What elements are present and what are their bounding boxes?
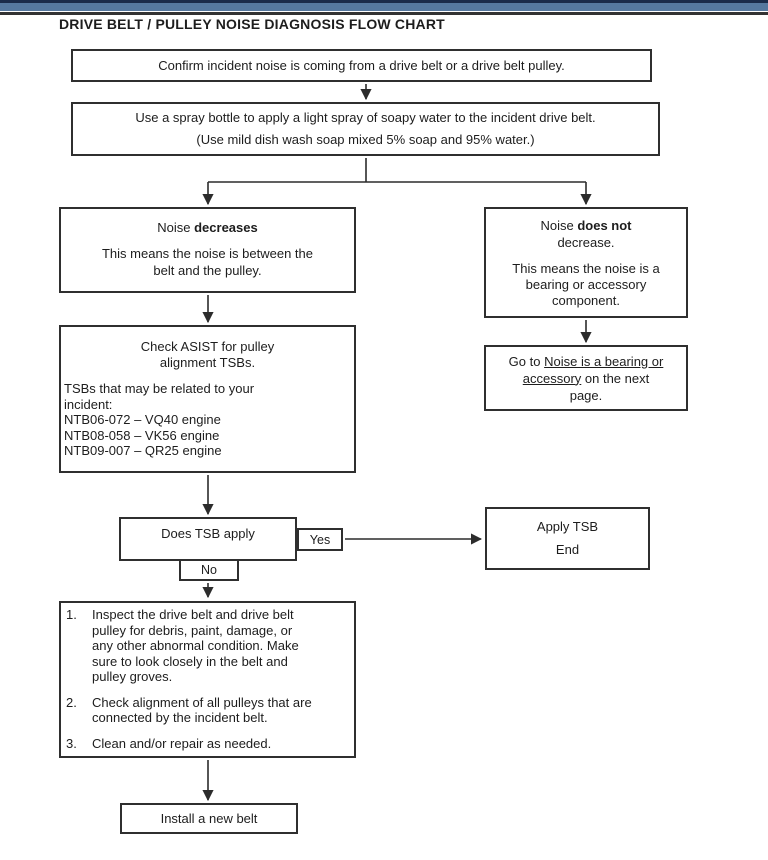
node-text-line: page. — [569, 387, 603, 403]
flow-node-spray-water: Use a spray bottle to apply a light spra… — [71, 102, 660, 156]
top-bar — [0, 0, 768, 11]
step-number: 2. — [66, 694, 77, 710]
flow-node-noise-decreases: Noise decreases This means the noise is … — [59, 207, 356, 293]
node-text-line: (Use mild dish wash soap mixed 5% soap a… — [196, 132, 535, 147]
flow-node-install-belt: Install a new belt — [120, 803, 298, 834]
numbered-step: 1. Inspect the drive belt and drive belt… — [66, 607, 350, 685]
flow-node-noise-does-not-decrease: Noise does not decrease. This means the … — [484, 207, 688, 318]
node-text-line: Go to Noise is a bearing or — [486, 353, 686, 370]
node-text-line: Check ASIST for pulley — [140, 339, 275, 354]
node-body: TSBs that may be related to your inciden… — [61, 381, 354, 459]
node-title-bold: does not — [577, 218, 632, 233]
node-text-line: belt and the pulley. — [153, 263, 262, 278]
node-text-line: TSBs that may be related to your — [64, 381, 255, 396]
branch-label-no: No — [179, 559, 239, 581]
branch-label-text: No — [201, 563, 217, 577]
step-number: 1. — [66, 607, 77, 622]
step-text: Check alignment of all pulleys that are … — [92, 694, 312, 726]
node-title-text: Noise — [540, 218, 578, 233]
tsb-item: NTB09-007 – QR25 engine — [64, 443, 222, 458]
node-title: Check ASIST for pulley alignment TSBs. — [61, 339, 354, 371]
node-text: Does TSB apply — [161, 526, 255, 541]
node-text-line: accessory on the next — [486, 370, 686, 387]
flow-node-apply-tsb-end: Apply TSB End — [485, 507, 650, 570]
node-body: This means the noise is between the belt… — [61, 245, 354, 279]
tsb-item: NTB08-058 – VK56 engine — [64, 427, 220, 443]
node-title-bold: decreases — [194, 220, 258, 235]
flow-node-inspect-steps: 1. Inspect the drive belt and drive belt… — [59, 601, 356, 758]
flow-node-goto-reference: Go to Noise is a bearing or accessory on… — [484, 345, 688, 411]
numbered-step: 2. Check alignment of all pulleys that a… — [66, 695, 350, 726]
node-text-line: Use a spray bottle to apply a light spra… — [135, 110, 596, 125]
node-text-line: incident: — [64, 396, 113, 412]
branch-label-yes: Yes — [297, 528, 343, 551]
flow-node-check-asist: Check ASIST for pulley alignment TSBs. T… — [59, 325, 356, 473]
flow-node-confirm-noise: Confirm incident noise is coming from a … — [71, 49, 652, 82]
node-text-line: alignment TSBs. — [159, 355, 256, 370]
node-text-line: bearing or accessory — [525, 277, 647, 292]
step-text: Inspect the drive belt and drive belt pu… — [92, 607, 299, 684]
node-title-line2: decrease. — [557, 234, 615, 250]
top-rule — [0, 12, 768, 15]
node-title: Noise decreases — [61, 220, 354, 236]
tsb-item: NTB06-072 – VQ40 engine — [64, 412, 221, 427]
branch-label-text: Yes — [309, 532, 331, 547]
goto-prefix: Go to — [508, 353, 545, 369]
node-text: Install a new belt — [160, 810, 258, 826]
cross-reference-link[interactable]: accessory — [522, 370, 582, 386]
cross-reference-link[interactable]: Noise is a bearing or — [544, 353, 664, 369]
node-title: Noise does not — [486, 218, 686, 235]
goto-suffix: on the next — [581, 370, 650, 386]
node-text-line: component. — [552, 293, 620, 308]
node-text: Confirm incident noise is coming from a … — [158, 57, 565, 73]
step-number: 3. — [66, 735, 77, 751]
numbered-step: 3. Clean and/or repair as needed. — [66, 736, 350, 752]
node-text-line: This means the noise is a — [512, 261, 660, 276]
node-text-line: Apply TSB — [536, 519, 599, 535]
page-title: DRIVE BELT / PULLEY NOISE DIAGNOSIS FLOW… — [59, 16, 445, 32]
node-text-line: End — [555, 541, 580, 557]
step-text: Clean and/or repair as needed. — [92, 735, 272, 751]
node-title-text: Noise — [157, 220, 195, 235]
node-text-line: This means the noise is between the — [101, 246, 313, 261]
flow-node-does-tsb-apply: Does TSB apply — [119, 517, 297, 561]
node-body: This means the noise is a bearing or acc… — [486, 261, 686, 309]
